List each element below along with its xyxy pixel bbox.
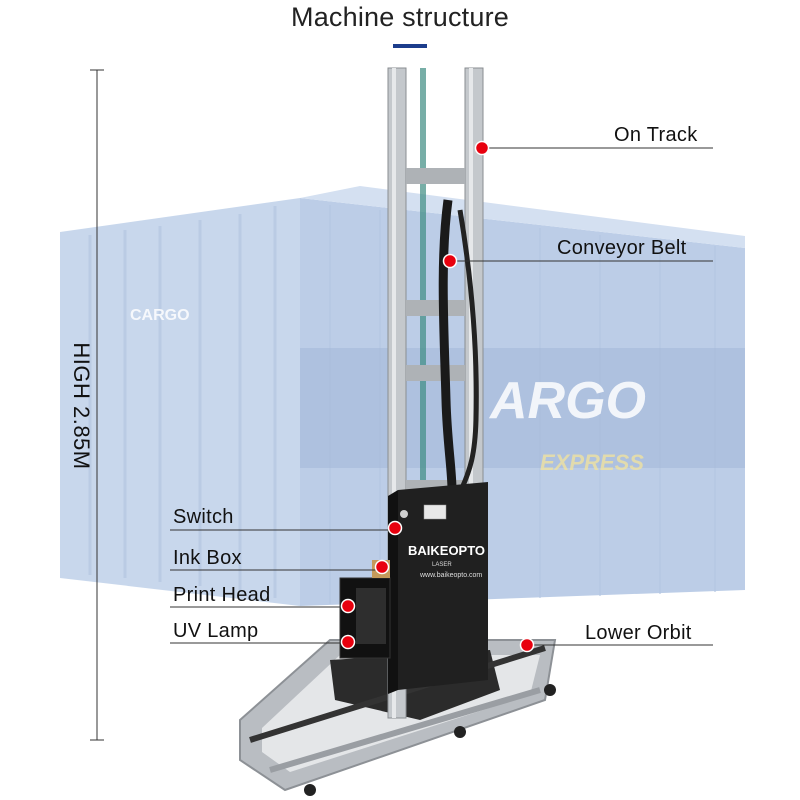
label-on-track: On Track (614, 124, 698, 146)
marker-lower-orbit (519, 637, 535, 653)
marker-print-head (340, 598, 356, 614)
leader-lines (170, 147, 713, 646)
height-label: HIGH 2.85M (69, 342, 94, 470)
label-conveyor-belt: Conveyor Belt (557, 237, 687, 259)
marker-switch (387, 520, 403, 536)
print-cabinet: BAIKEOPTO LASER www.baikeopto.com (339, 482, 488, 694)
label-ink-box: Ink Box (173, 547, 242, 569)
label-switch: Switch (173, 506, 234, 528)
height-dimension-line (90, 69, 104, 741)
label-print-head: Print Head (173, 584, 271, 606)
marker-conveyor-belt (442, 253, 458, 269)
container-express-text: EXPRESS (540, 450, 644, 475)
marker-ink-box (374, 559, 390, 575)
brand-sub-text: LASER (432, 562, 452, 568)
container-small-cargo-text: CARGO (130, 307, 190, 324)
label-uv-lamp: UV Lamp (173, 620, 259, 642)
label-lower-orbit: Lower Orbit (585, 622, 692, 644)
brand-logo-text: BAIKEOPTO (408, 543, 485, 558)
marker-uv-lamp (340, 634, 356, 650)
marker-on-track (474, 140, 490, 156)
brand-url-text: www.baikeopto.com (419, 572, 482, 579)
title-underline (393, 44, 427, 48)
page-title: Machine structure (291, 2, 509, 32)
callout-markers (340, 140, 535, 653)
container-cargo-text: ARGO (488, 372, 646, 430)
